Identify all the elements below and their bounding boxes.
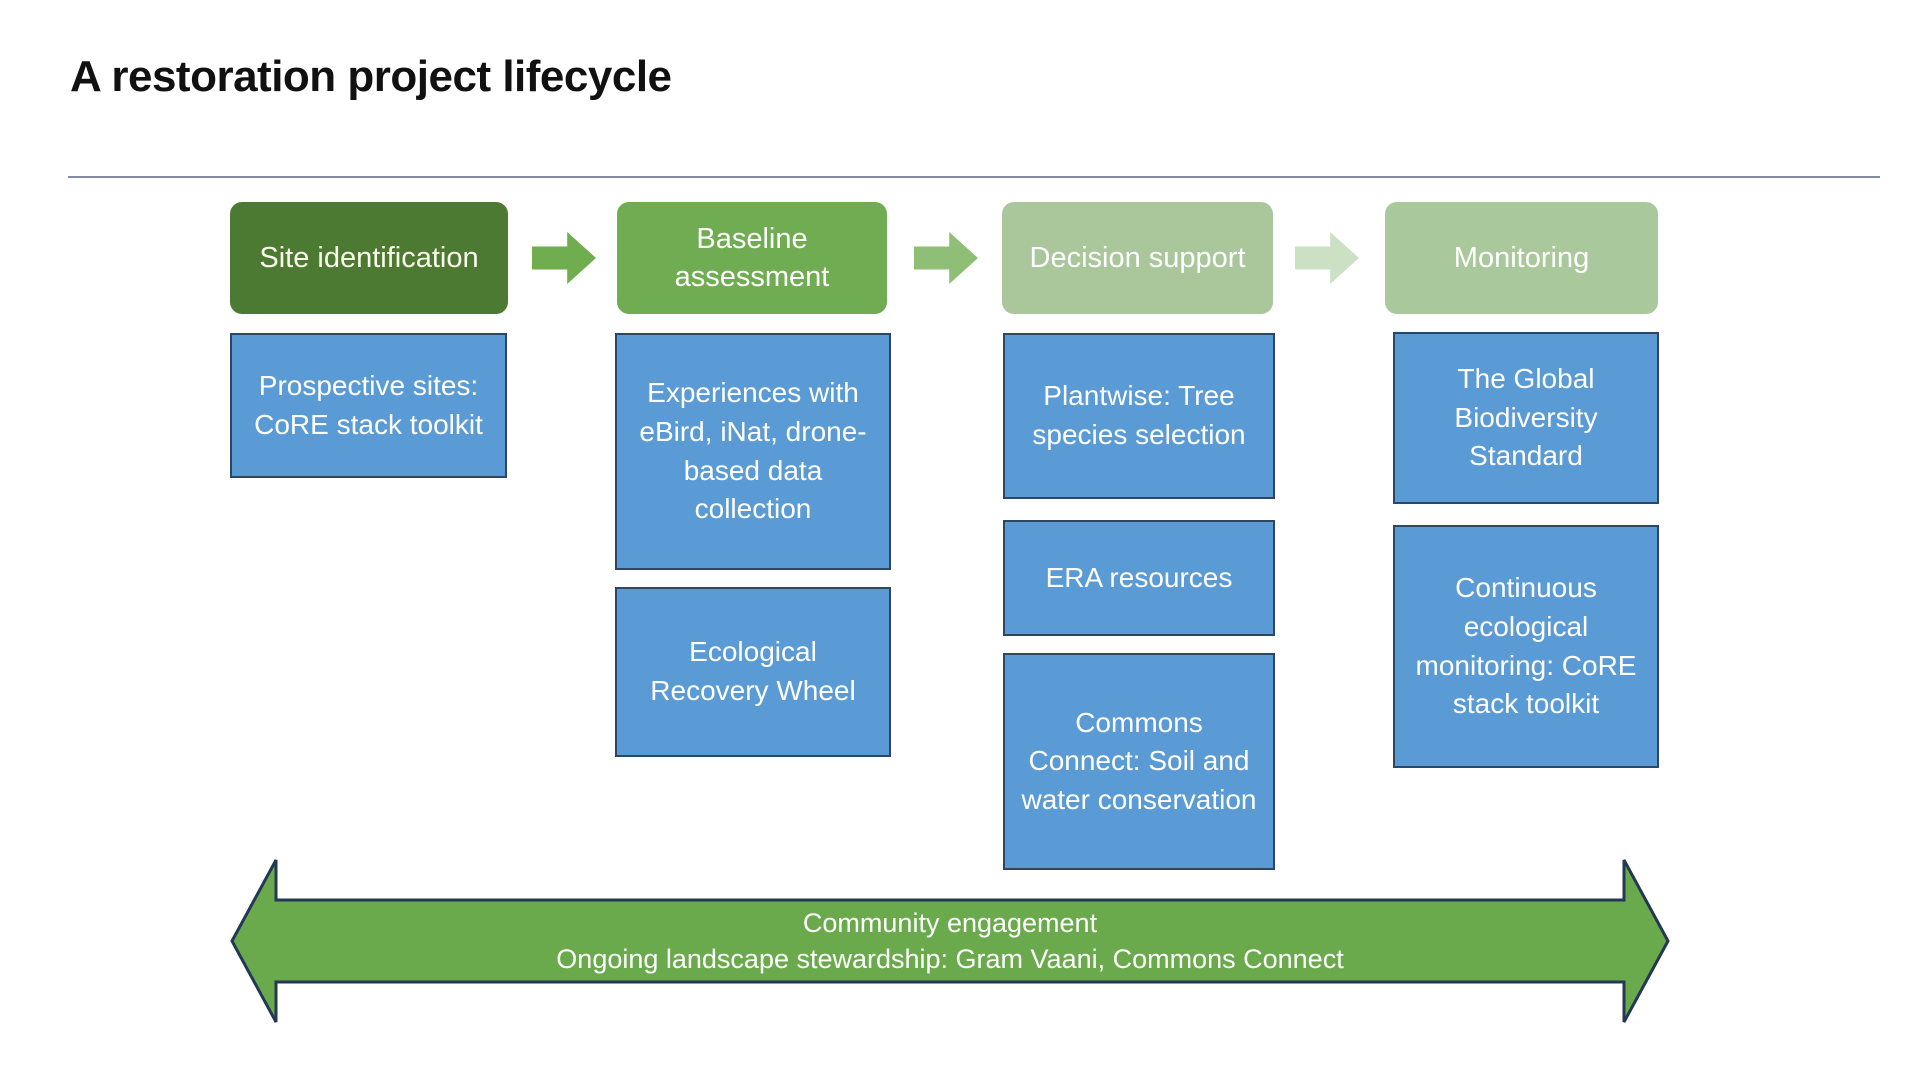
card-plantwise-tree-species: Plantwise: Tree species selection <box>1003 333 1275 499</box>
card-text: The Global Biodiversity Standard <box>1454 363 1598 472</box>
card-text: Prospective sites: CoRE stack toolkit <box>254 369 483 440</box>
card-era-resources: ERA resources <box>1003 520 1275 636</box>
community-engagement-arrow: Community engagement Ongoing landscape s… <box>230 856 1670 1026</box>
stage-decision-support: Decision support <box>1002 202 1273 314</box>
flow-arrow-icon <box>1295 232 1359 284</box>
card-text: Continuous ecological monitoring: CoRE s… <box>1415 572 1637 720</box>
card-global-biodiversity-standard: The Global Biodiversity Standard <box>1393 332 1659 504</box>
stage-label: Decision support <box>1029 241 1246 274</box>
community-engagement-line1: Community engagement <box>802 908 1098 939</box>
card-commons-connect: Commons Connect: Soil and water conserva… <box>1003 653 1275 870</box>
double-arrow-icon <box>230 859 1670 1023</box>
community-engagement-line2: Ongoing landscape stewardship: Gram Vaan… <box>556 944 1344 974</box>
flow-arrow-icon <box>532 232 596 284</box>
flow-arrow-icon <box>914 232 978 284</box>
stage-monitoring: Monitoring <box>1385 202 1658 314</box>
stage-site-identification: Site identification <box>230 202 508 314</box>
community-engagement-text: Community engagement Ongoing landscape s… <box>290 902 1610 982</box>
stage-baseline-assessment: Baseline assessment <box>617 202 887 314</box>
page-title: A restoration project lifecycle <box>70 52 672 101</box>
stage-label: Monitoring <box>1453 241 1590 274</box>
card-continuous-ecological-monitoring: Continuous ecological monitoring: CoRE s… <box>1393 525 1659 768</box>
card-prospective-sites: Prospective sites: CoRE stack toolkit <box>230 333 507 478</box>
card-text: Experiences with eBird, iNat, drone-base… <box>639 377 867 525</box>
card-text: ERA resources <box>1045 561 1233 593</box>
card-text: Ecological Recovery Wheel <box>650 636 856 706</box>
card-ecological-recovery-wheel: Ecological Recovery Wheel <box>615 587 891 757</box>
stage-label: Baseline assessment <box>674 222 830 293</box>
stage-label: Site identification <box>259 241 479 274</box>
card-text: Commons Connect: Soil and water conserva… <box>1021 706 1257 815</box>
double-arrow-shape <box>230 859 1670 1023</box>
title-divider-line <box>68 176 1880 178</box>
card-experiences-data-collection: Experiences with eBird, iNat, drone-base… <box>615 333 891 570</box>
card-text: Plantwise: Tree species selection <box>1032 380 1246 450</box>
